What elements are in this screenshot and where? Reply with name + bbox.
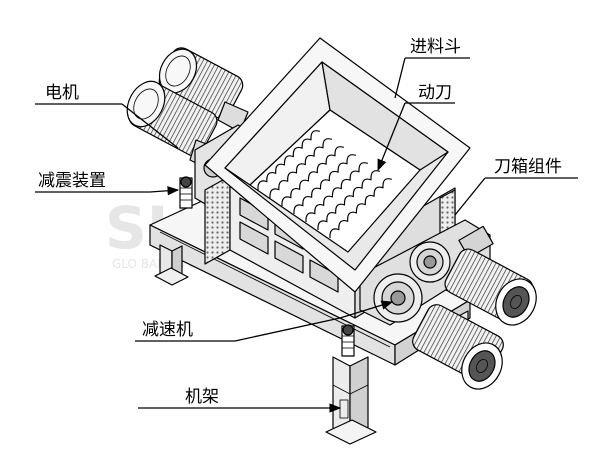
- leader-lines: [35, 57, 578, 413]
- blade-row-3: [281, 146, 345, 207]
- hopper: [204, 37, 471, 293]
- label-motor: 电机: [45, 83, 79, 103]
- label-frame: 机架: [185, 387, 219, 407]
- motor-right-top: [444, 248, 537, 326]
- blade-row-6: [317, 170, 381, 231]
- right-gearbox: [359, 219, 494, 326]
- leader-reducer-a: [234, 317, 341, 342]
- damping-device-front: [341, 324, 355, 357]
- motor-right-bottom: [412, 304, 504, 390]
- label-reducer: 减速机: [142, 320, 193, 340]
- blade-row-5: [305, 162, 369, 223]
- labels: 进料斗 动刀 电机 减震装置 刀箱组件 减速机 机架: [38, 37, 562, 407]
- label-damping-device: 减震装置: [38, 171, 106, 191]
- leader-bladebox: [454, 177, 486, 216]
- leader-blade: [377, 102, 406, 172]
- label-hopper: 进料斗: [410, 37, 461, 57]
- blade-row-4: [293, 154, 357, 215]
- label-blade-box-assembly: 刀箱组件: [494, 157, 562, 177]
- leader-reducer-b: [339, 300, 394, 319]
- blade-row-2: [269, 138, 333, 199]
- leader-damping: [149, 186, 180, 196]
- blade-row-1: [257, 130, 321, 191]
- leader-motor: [121, 103, 179, 149]
- leader-hopper: [394, 57, 406, 99]
- rotor-blades: [257, 130, 393, 239]
- damping-device-left: [179, 176, 193, 209]
- blade-row-7: [329, 178, 393, 239]
- label-moving-blade: 动刀: [418, 83, 452, 103]
